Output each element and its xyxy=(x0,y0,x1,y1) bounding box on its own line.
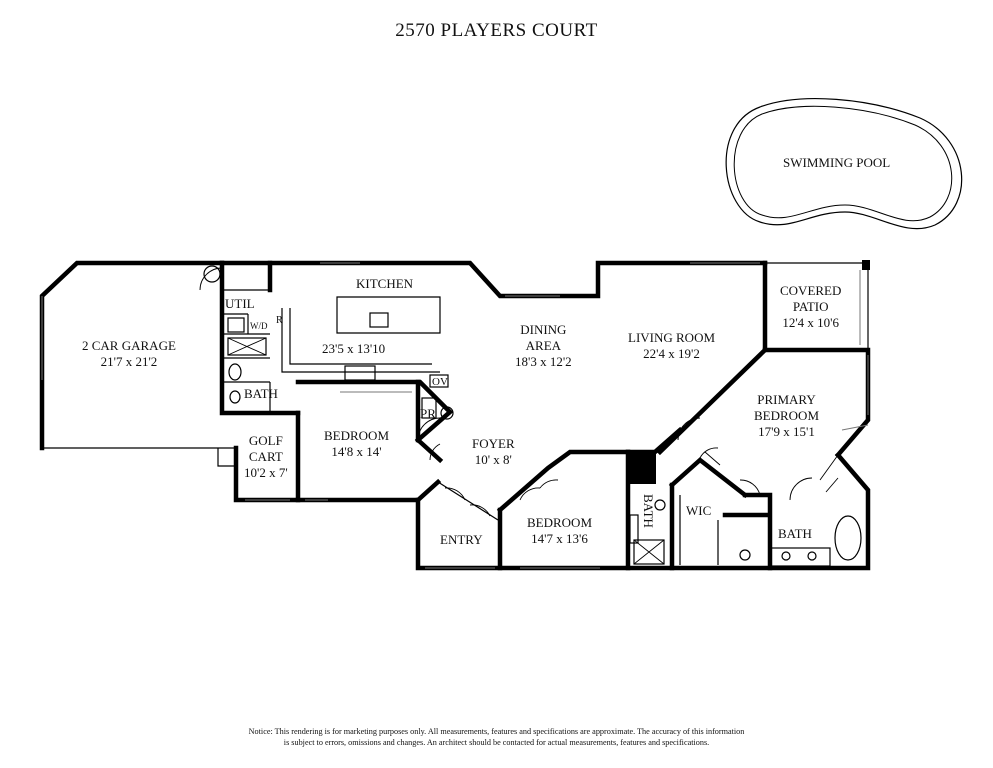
disclaimer-notice: Notice: This rendering is for marketing … xyxy=(0,726,993,748)
wd-label: W/D xyxy=(250,321,268,331)
dining-area-label: DINING AREA 18'3 x 12'2 xyxy=(515,322,572,370)
patio-corner xyxy=(862,260,870,270)
golf-cart-label: GOLF CART 10'2 x 7' xyxy=(244,433,288,481)
foyer-name: FOYER xyxy=(472,436,515,451)
notice-line-2: is subject to errors, omissions and chan… xyxy=(283,738,710,747)
living-room-size: 22'4 x 19'2 xyxy=(643,346,700,361)
golf-cart-name-2: CART xyxy=(248,449,283,464)
bedroom1-size: 14'8 x 14' xyxy=(331,444,382,459)
pool-outline xyxy=(725,98,963,230)
covered-patio-name-1: COVERED xyxy=(780,283,842,298)
hall-bath-label: BATH xyxy=(244,386,278,401)
bedroom2-size: 14'7 x 13'6 xyxy=(531,531,588,546)
bedroom1-label: BEDROOM 14'8 x 14' xyxy=(324,428,389,460)
powder-room-label: PR xyxy=(420,406,436,421)
bedroom1-name: BEDROOM xyxy=(324,428,390,443)
dining-size: 18'3 x 12'2 xyxy=(515,354,572,369)
kitchen-name: KITCHEN xyxy=(356,276,414,291)
dining-name-1: DINING xyxy=(520,322,567,337)
primary-bath-label: BATH xyxy=(778,526,812,541)
util-label: UTIL xyxy=(225,296,255,311)
covered-patio-label: COVERED PATIO 12'4 x 10'6 xyxy=(780,283,841,331)
primary-bedroom-size: 17'9 x 15'1 xyxy=(758,424,815,439)
bedroom1-wall xyxy=(295,478,442,503)
entry-label: ENTRY xyxy=(440,532,483,547)
bedroom2-label: BEDROOM 14'7 x 13'6 xyxy=(527,515,592,547)
dining-name-2: AREA xyxy=(525,338,562,353)
primary-bedroom-label: PRIMARY BEDROOM 17'9 x 15'1 xyxy=(754,392,819,440)
bedroom2-wall xyxy=(497,449,631,571)
living-room-name: LIVING ROOM xyxy=(628,330,716,345)
bedroom2-name: BEDROOM xyxy=(527,515,593,530)
dark-column xyxy=(626,452,656,484)
oven-label: OV xyxy=(432,376,448,388)
wic-label: WIC xyxy=(686,503,712,518)
primary-bedroom-name-1: PRIMARY xyxy=(757,392,816,407)
garage-size: 21'7 x 21'2 xyxy=(100,354,158,369)
refrigerator-label: R xyxy=(276,315,283,326)
primary-bedroom-name-2: BEDROOM xyxy=(754,408,820,423)
covered-patio-name-2: PATIO xyxy=(792,299,829,314)
golf-cart-name-1: GOLF xyxy=(248,433,283,448)
swimming-pool-label: SWIMMING POOL xyxy=(783,155,891,170)
kitchen-island xyxy=(336,296,441,334)
kitchen-top-wall xyxy=(267,260,768,299)
bath2-label: BATH xyxy=(641,494,656,528)
notice-line-1: Notice: This rendering is for marketing … xyxy=(248,727,745,736)
golf-cart-size: 10'2 x 7' xyxy=(244,465,288,480)
living-room-label: LIVING ROOM 22'4 x 19'2 xyxy=(628,330,715,362)
garage-label: 2 CAR GARAGE 21'7 x 21'2 xyxy=(82,338,176,370)
bathtub xyxy=(834,515,862,561)
pool-inner-outline xyxy=(733,105,953,222)
kitchen-size: 23'5 x 13'10 xyxy=(322,341,386,356)
garage-name: 2 CAR GARAGE xyxy=(82,338,176,353)
plan-title: 2570 PLAYERS COURT xyxy=(395,20,598,41)
foyer-size: 10' x 8' xyxy=(474,452,512,467)
foyer-label: FOYER 10' x 8' xyxy=(472,436,515,468)
covered-patio-size: 12'4 x 10'6 xyxy=(782,315,840,330)
